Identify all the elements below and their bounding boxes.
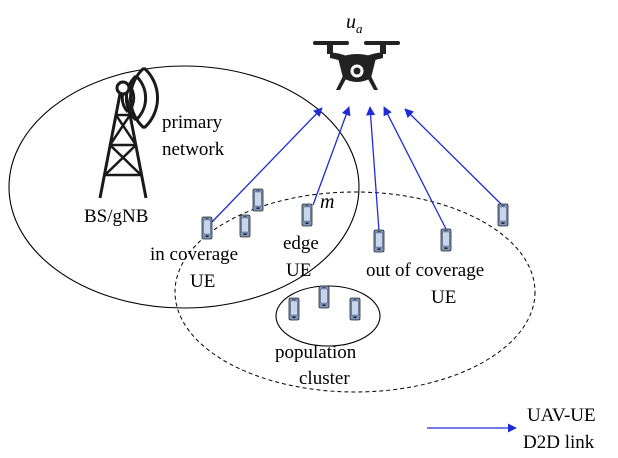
legend: UAV-UE D2D link <box>427 405 596 453</box>
mobile-phone-icon <box>252 188 264 212</box>
link-in-coverage-ue <box>211 107 323 223</box>
in-coverage-label-line1: in coverage <box>150 244 238 265</box>
link-out-cov-ue-1 <box>366 106 380 232</box>
link-out-cov-ue-3 <box>404 108 504 207</box>
primary-network-label-line2: network <box>162 139 225 160</box>
link-edge-ue <box>312 106 351 206</box>
mobile-phone-icon <box>318 285 330 309</box>
drone-icon <box>313 41 400 90</box>
population-cluster-label-line2: cluster <box>299 368 350 389</box>
population-cluster-label-line1: population <box>275 342 357 363</box>
ue-phones <box>201 188 509 321</box>
link-out-cov-ue-2 <box>383 106 447 230</box>
mobile-phone-icon <box>201 216 213 240</box>
d2d-links <box>211 106 504 232</box>
legend-label-line2: D2D link <box>523 432 595 453</box>
base-station-label: BS/gNB <box>84 206 148 227</box>
mobile-phone-icon <box>349 297 361 321</box>
mobile-phone-icon <box>497 203 509 227</box>
edge-ue-label-line1: edge <box>283 233 319 254</box>
out-coverage-label-line1: out of coverage <box>366 260 484 281</box>
uav-label: ua <box>346 11 363 36</box>
edge-ue-label-line2: UE <box>286 260 311 281</box>
coverage-area-dashed-boundary <box>174 191 536 393</box>
edge-ue-marker: m <box>320 191 334 213</box>
in-coverage-label-line2: UE <box>190 271 215 292</box>
mobile-phone-icon <box>373 229 385 253</box>
out-coverage-label-line2: UE <box>431 287 456 308</box>
legend-label-line1: UAV-UE <box>527 405 596 426</box>
mobile-phone-icon <box>239 214 251 238</box>
mobile-phone-icon <box>440 228 452 252</box>
primary-network-boundary <box>8 65 360 309</box>
mobile-phone-icon <box>301 203 313 227</box>
antenna-tower-icon <box>98 66 159 199</box>
primary-network-label-line1: primary <box>162 112 223 133</box>
mobile-phone-icon <box>288 297 300 321</box>
